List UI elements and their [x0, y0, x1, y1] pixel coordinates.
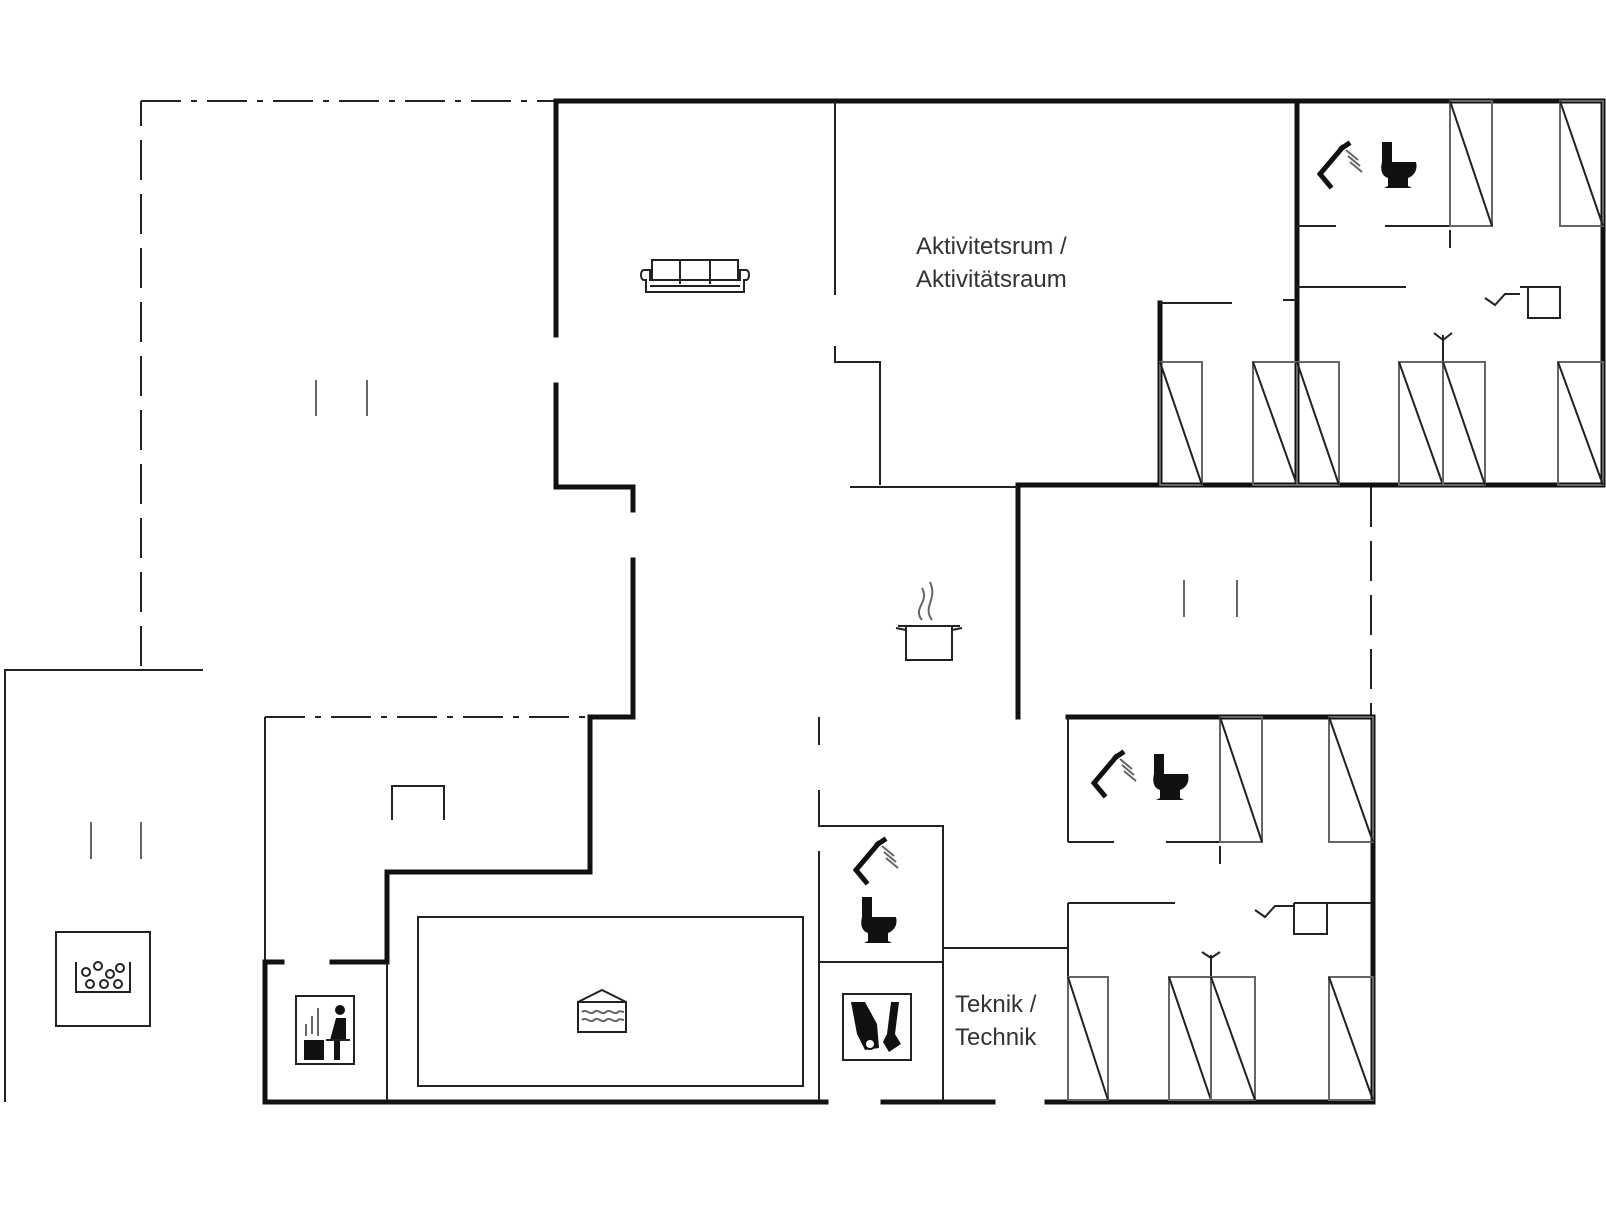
shower-icon [852, 140, 1363, 886]
room-label-activity-line2: Aktivitätsraum [916, 266, 1067, 293]
toilet-icon [861, 142, 1417, 943]
cooking-pot-icon [895, 581, 963, 661]
sauna-icon [295, 995, 355, 1065]
bunk-bed-icon [1067, 100, 1604, 1101]
door-icon [1201, 293, 1520, 960]
room-label-technik-line2: Technik [955, 1024, 1037, 1051]
pool-icon [417, 916, 804, 1087]
walls [262, 98, 1606, 1105]
sofa-icon [640, 259, 750, 293]
terrace-markers [90, 380, 1238, 859]
room-label-technik-line1: Teknik / [955, 991, 1037, 1018]
washing-machine-icon [842, 993, 912, 1061]
terrace-outlines [4, 100, 1372, 1102]
room-label-activity-line1: Aktivitetsrum / [916, 233, 1067, 260]
whirlpool-icon [55, 931, 151, 1027]
